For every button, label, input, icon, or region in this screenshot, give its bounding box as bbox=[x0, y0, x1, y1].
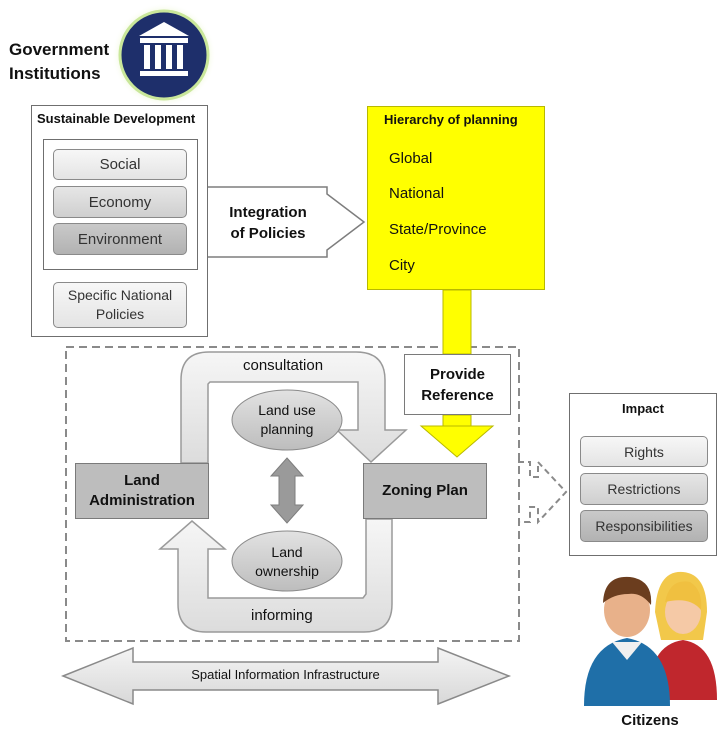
pillar-economy: Economy bbox=[53, 186, 187, 218]
informing-label: informing bbox=[251, 607, 313, 624]
hierarchy-panel bbox=[367, 106, 545, 290]
land-link-arrow bbox=[269, 457, 305, 524]
pillar-social: Social bbox=[53, 149, 187, 180]
provide-reference-line2: Reference bbox=[421, 386, 494, 404]
land-ownership-ellipse bbox=[231, 530, 343, 592]
land-use-planning-label: Land use planning bbox=[232, 401, 342, 439]
sdi-arrow bbox=[60, 646, 512, 706]
yellow-arrow-shaft bbox=[442, 289, 472, 355]
impact-rights: Rights bbox=[580, 436, 708, 467]
impact-restrictions: Restrictions bbox=[580, 473, 708, 505]
land-ownership-line2: ownership bbox=[255, 563, 319, 579]
specific-national-policies: Specific National Policies bbox=[53, 282, 187, 328]
provide-reference-box: Provide Reference bbox=[404, 354, 511, 415]
informing-arrow bbox=[158, 518, 393, 633]
integration-line2: of Policies bbox=[230, 225, 306, 242]
zoning-plan-box: Zoning Plan bbox=[363, 463, 487, 519]
land-admin-line1: Land bbox=[124, 472, 160, 489]
hierarchy-title: Hierarchy of planning bbox=[384, 112, 518, 127]
citizens-label: Citizens bbox=[621, 712, 679, 729]
sdi-label: Spatial Information Infrastructure bbox=[191, 667, 380, 682]
policies-line1: Specific National bbox=[67, 287, 173, 303]
integration-label: Integration of Policies bbox=[212, 202, 324, 244]
hierarchy-level-state: State/Province bbox=[389, 221, 487, 238]
hierarchy-level-national: National bbox=[389, 185, 445, 202]
provide-reference-line1: Provide bbox=[429, 365, 486, 383]
land-admin-line2: Administration bbox=[89, 492, 195, 509]
land-use-ellipse bbox=[231, 389, 343, 451]
integration-arrow bbox=[205, 186, 366, 258]
land-use-line1: Land use bbox=[258, 402, 316, 418]
land-ownership-line1: Land bbox=[271, 544, 303, 560]
government-building-icon bbox=[112, 3, 216, 107]
hierarchy-level-global: Global bbox=[389, 150, 433, 167]
land-use-line2: planning bbox=[260, 421, 314, 437]
government-title-line1: Government bbox=[9, 40, 110, 59]
yellow-arrow-head bbox=[419, 425, 495, 458]
consultation-arrow bbox=[180, 351, 408, 464]
sustainable-development-title: Sustainable Development bbox=[37, 111, 196, 126]
land-administration-box: Land Administration bbox=[75, 463, 209, 519]
consultation-label: consultation bbox=[243, 357, 324, 374]
impact-dashed-arrow bbox=[518, 459, 568, 525]
integration-line1: Integration bbox=[229, 204, 307, 221]
planning-region-border bbox=[65, 346, 520, 642]
government-title-line2: Institutions bbox=[9, 64, 101, 83]
impact-title: Impact bbox=[622, 401, 664, 416]
pillar-environment: Environment bbox=[53, 223, 187, 255]
hierarchy-level-city: City bbox=[389, 257, 415, 274]
citizens-icon bbox=[584, 571, 717, 706]
government-title: Government Institutions bbox=[9, 38, 109, 86]
policies-line2: Policies bbox=[95, 306, 145, 322]
impact-responsibilities: Responsibilities bbox=[580, 510, 708, 542]
land-ownership-label: Land ownership bbox=[232, 543, 342, 581]
